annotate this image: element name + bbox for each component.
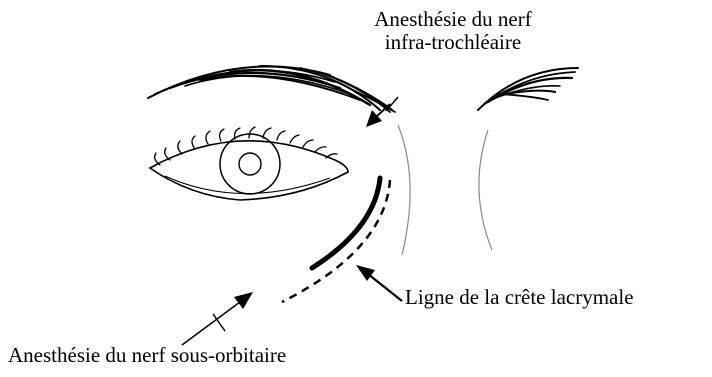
left-eye [150, 127, 348, 200]
pupil [239, 153, 261, 175]
arrow-lacrimal-crest [356, 265, 402, 301]
lower-lid-line [165, 176, 330, 194]
eyelashes [155, 127, 337, 165]
label-infra-trochlear-line2: infra-trochléaire [318, 31, 588, 54]
label-infraorbital: Anesthésie du nerf sous-orbitaire [8, 344, 286, 367]
infraorbital-tick [213, 314, 225, 331]
right-eyebrow [478, 68, 578, 110]
iris [220, 134, 280, 194]
eye-outline [150, 141, 348, 200]
left-eyebrow [148, 66, 395, 112]
nose-right-outline [479, 130, 492, 250]
label-infra-trochlear-line1: Anesthésie du nerf [318, 8, 588, 31]
arrow-infraorbital [182, 292, 253, 345]
label-lacrimal-crest: Ligne de la crête lacrymale [405, 286, 634, 309]
nasal-wall-line [312, 178, 380, 268]
label-infra-trochlear: Anesthésie du nerf infra-trochléaire [318, 8, 588, 54]
nose-left-outline [398, 125, 410, 255]
